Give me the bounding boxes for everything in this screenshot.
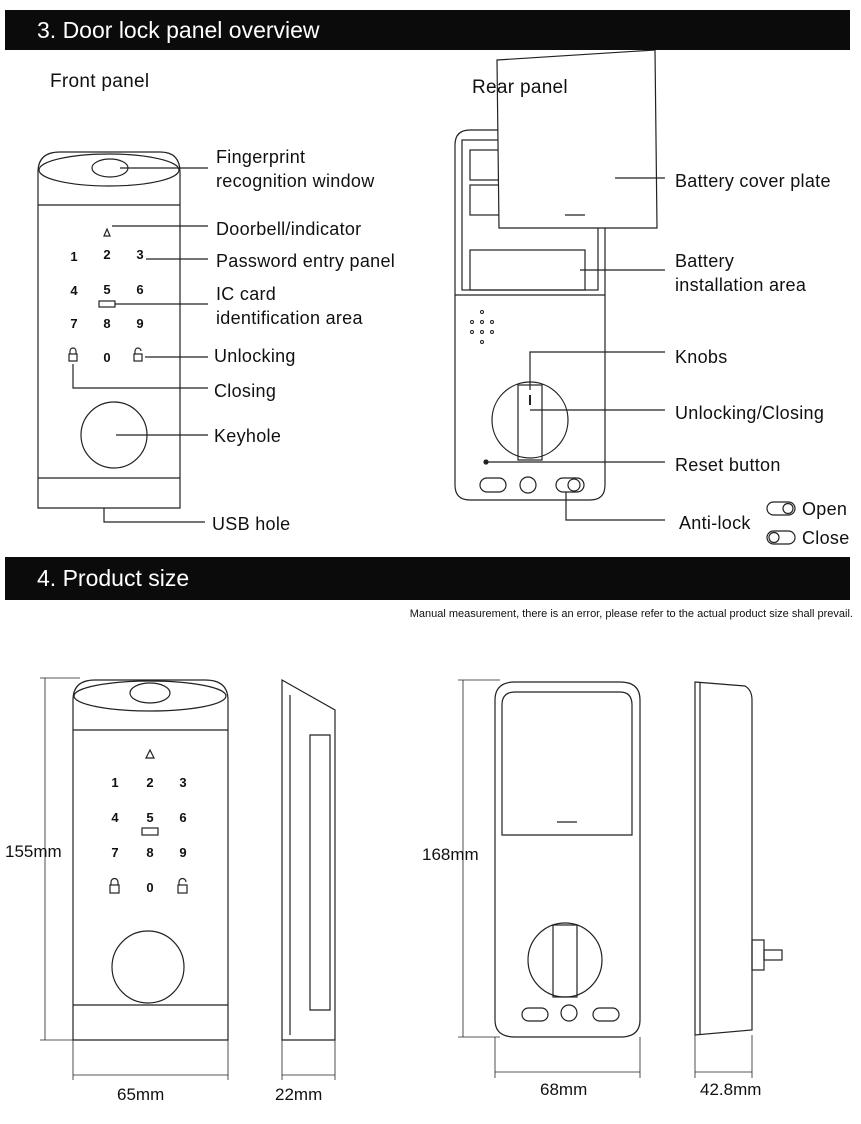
rear-panel-drawing [454, 49, 796, 545]
section-title: 3. Door lock panel overview [37, 16, 320, 43]
key-3: 3 [179, 775, 186, 790]
anti-lock-open-label: Open [802, 499, 848, 519]
rear-side-drawing [694, 681, 783, 1078]
lock-icon [68, 347, 78, 362]
key-4: 4 [70, 283, 78, 298]
front-depth-dimension: 22mm [275, 1085, 323, 1104]
knob-icon [491, 381, 569, 459]
key-5: 5 [103, 282, 110, 297]
key-3: 3 [136, 247, 143, 262]
rear-width-dimension: 68mm [540, 1080, 588, 1099]
callout-unlocking-closing: Unlocking/Closing [675, 403, 825, 423]
front-height-dimension: 155mm [5, 842, 62, 861]
battery-cover-plate [496, 49, 658, 229]
doorbell-icon [103, 227, 111, 237]
key-6: 6 [179, 810, 186, 825]
callout-knobs: Knobs [675, 347, 728, 367]
callout-line: installation area [675, 275, 807, 295]
callout-ic-card: IC card identification area [216, 282, 363, 330]
callout-closing: Closing [214, 381, 277, 401]
section-header-panel-overview: 3. Door lock panel overview [5, 10, 850, 50]
key-6: 6 [136, 282, 143, 297]
key-7: 7 [111, 845, 118, 860]
front-keypad: 1 2 3 4 5 6 7 8 9 0 [70, 247, 143, 365]
anti-lock-switch-icon [555, 477, 585, 493]
key-5: 5 [146, 810, 153, 825]
section-title: 4. Product size [37, 565, 190, 591]
key-2: 2 [103, 247, 110, 262]
key-0: 0 [146, 880, 153, 895]
speaker-holes-icon [470, 310, 494, 344]
anti-lock-close-label: Close [802, 528, 850, 548]
key-0: 0 [103, 350, 110, 365]
key-2: 2 [146, 775, 153, 790]
callout-line: IC card [216, 284, 277, 304]
callout-line: identification area [216, 308, 363, 328]
measurement-note: Manual measurement, there is an error, p… [409, 608, 853, 620]
open-switch-icon [766, 501, 796, 516]
key-7: 7 [70, 316, 77, 331]
key-8: 8 [103, 316, 110, 331]
key-8: 8 [146, 845, 153, 860]
key-4: 4 [111, 810, 119, 825]
rear-size-drawing [458, 679, 641, 1078]
front-side-drawing [281, 678, 336, 1080]
key-9: 9 [179, 845, 186, 860]
key-1: 1 [70, 249, 77, 264]
front-width-dimension: 65mm [117, 1085, 165, 1104]
callout-doorbell: Doorbell/indicator [216, 219, 362, 239]
unlock-icon [133, 347, 143, 362]
rear-depth-dimension: 42.8mm [700, 1080, 762, 1099]
section-header-product-size: 4. Product size [5, 557, 850, 600]
callout-battery-cover: Battery cover plate [675, 171, 831, 191]
callout-line: Fingerprint [216, 147, 306, 167]
front-size-drawing: 1 2 3 4 5 6 7 8 9 0 [40, 677, 229, 1080]
rear-height-dimension: 168mm [422, 845, 479, 864]
front-panel-drawing [37, 151, 208, 523]
callout-usb: USB hole [212, 514, 291, 534]
callout-fingerprint: Fingerprint recognition window [216, 145, 375, 193]
callout-line: Battery [675, 251, 735, 271]
front-panel-label: Front panel [50, 71, 150, 92]
close-switch-icon [766, 530, 796, 545]
reset-button-icon [479, 477, 507, 493]
callout-line: recognition window [216, 171, 375, 191]
callout-unlocking: Unlocking [214, 346, 296, 366]
rear-panel-label: Rear panel [472, 77, 568, 98]
card-icon [98, 300, 116, 308]
key-9: 9 [136, 316, 143, 331]
key-1: 1 [111, 775, 118, 790]
callout-keyhole: Keyhole [214, 426, 282, 446]
callout-anti-lock: Anti-lock [679, 513, 751, 533]
callout-password: Password entry panel [216, 251, 396, 271]
callout-battery-area: Battery installation area [675, 249, 806, 297]
callout-reset: Reset button [675, 455, 781, 475]
